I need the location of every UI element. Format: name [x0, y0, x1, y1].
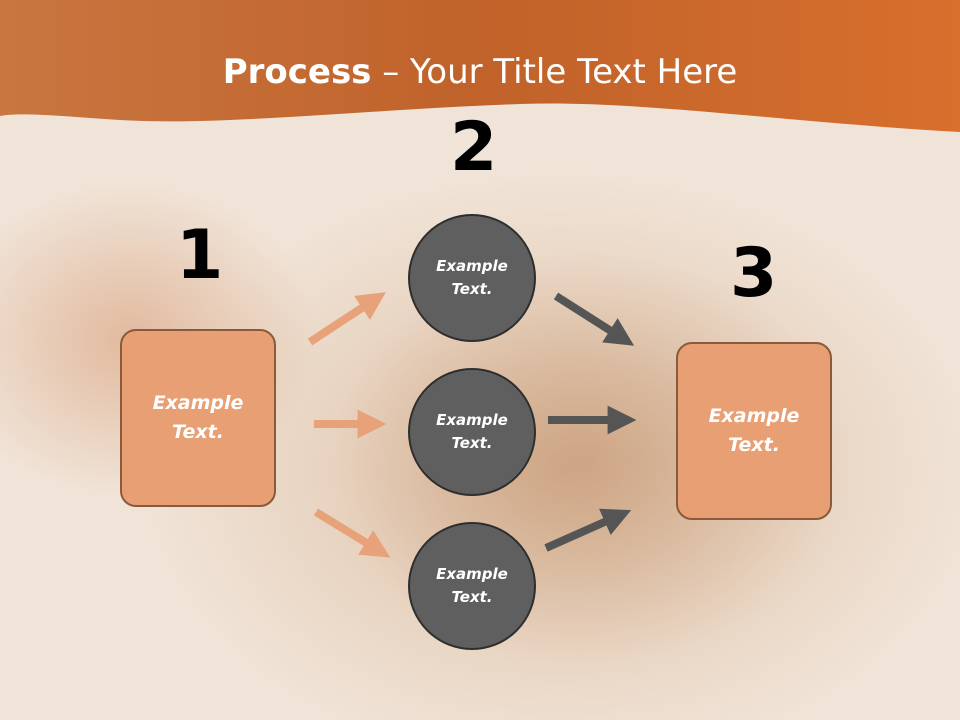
step-2-circle-bottom-text: Example Text. — [436, 565, 508, 606]
step-2-circle-top-text: Example Text. — [436, 257, 508, 298]
title-rest: – Your Title Text Here — [371, 52, 738, 92]
step-2-circle-middle-text: Example Text. — [436, 411, 508, 452]
arrow-2a-to-3 — [553, 292, 635, 346]
step-number-3: 3 — [730, 234, 778, 313]
step-number-1: 1 — [176, 216, 224, 295]
arrow-1-to-2c — [313, 508, 391, 558]
arrow-2c-to-3 — [544, 508, 632, 552]
step-2-circle-bottom: Example Text. — [408, 522, 536, 650]
step-2-circle-middle: Example Text. — [408, 368, 536, 496]
step-3-text: Example Text. — [708, 405, 800, 456]
page-title: Process – Your Title Text Here — [0, 52, 960, 92]
step-2-circle-top: Example Text. — [408, 214, 536, 342]
step-1-box: Example Text. — [120, 329, 276, 507]
header-band — [0, 0, 960, 132]
arrow-1-to-2a — [307, 292, 387, 346]
step-1-text: Example Text. — [152, 392, 244, 443]
step-3-box: Example Text. — [676, 342, 832, 520]
step-number-2: 2 — [450, 108, 498, 187]
title-bold: Process — [222, 52, 372, 92]
